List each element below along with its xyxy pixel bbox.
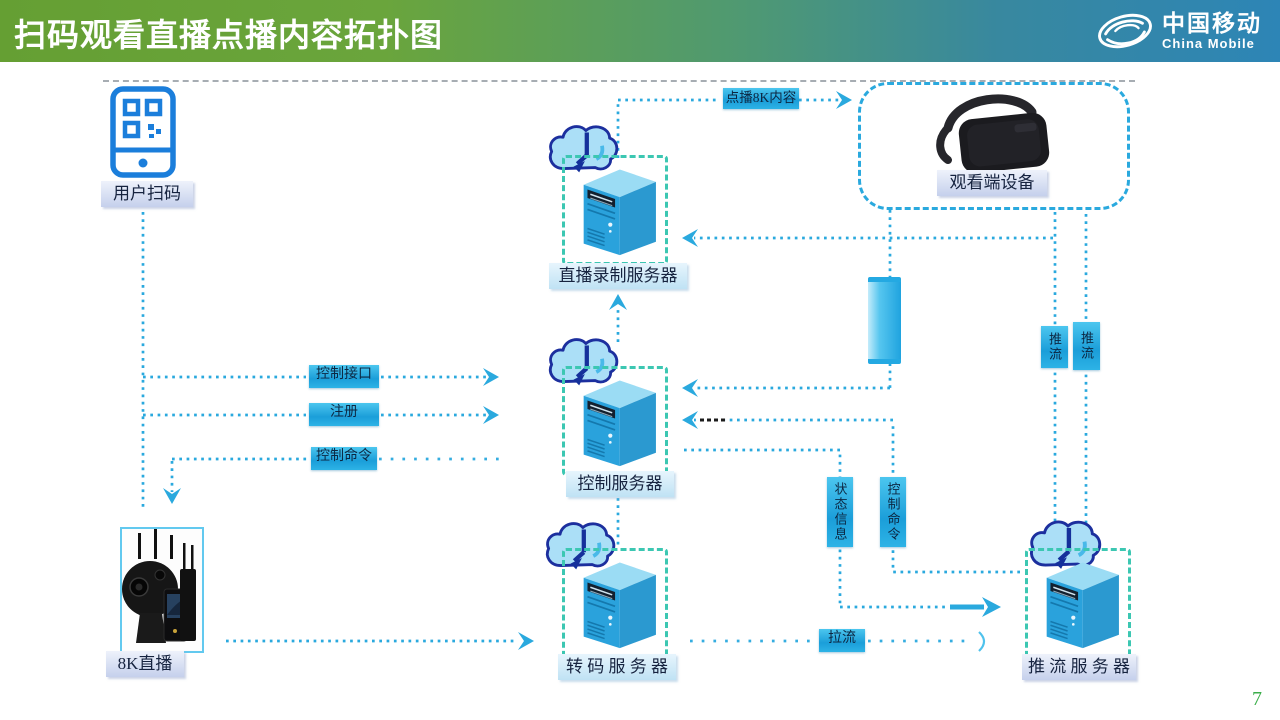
tag-status-info: 状态信息 xyxy=(827,477,853,547)
server-icon-control xyxy=(572,371,660,468)
logo-text: 中国移动 China Mobile xyxy=(1162,11,1262,50)
arrow-up-record xyxy=(609,294,627,310)
viewer-label: 观看端设备 xyxy=(937,170,1047,196)
tag-control-command: 控制命令 xyxy=(311,447,377,470)
server-icon-transcode xyxy=(572,553,660,650)
arrow-control-interface xyxy=(483,368,499,386)
tag-pull-stream: 拉流 xyxy=(819,629,865,652)
tag-vod-8k-content: 点播8K内容 xyxy=(723,88,799,109)
page-title: 扫码观看直播点播内容拓扑图 xyxy=(14,17,444,53)
arrow-control-command-down xyxy=(163,488,181,504)
push-server-label: 推 流 服 务 器 xyxy=(1022,654,1136,680)
vr-headset-image xyxy=(936,94,1050,173)
wire-viewer-control xyxy=(694,210,892,390)
control-server-label: 控制服务器 xyxy=(566,471,674,497)
page-number: 7 xyxy=(1252,688,1262,710)
tag-control-interface: 控制接口 xyxy=(309,365,379,388)
tag-push-stream-right: 推流 xyxy=(1073,322,1100,370)
tag-control-command-vertical: 控制命令 xyxy=(880,477,906,547)
tag-push-stream-left: 推流 xyxy=(1041,326,1068,368)
wire-control-command xyxy=(694,418,1020,574)
logo-text-en: China Mobile xyxy=(1162,35,1255,51)
transcode-server-label: 转 码 服 务 器 xyxy=(558,654,676,680)
wire-status-info xyxy=(684,448,946,609)
qr-phone-icon xyxy=(110,86,176,178)
camera-8k-image xyxy=(122,529,196,643)
phone-label: 用户扫码 xyxy=(101,181,193,207)
slide-header: 扫码观看直播点播内容拓扑图 中国移动 China Mobile xyxy=(0,0,1280,62)
arrow-register xyxy=(483,406,499,424)
china-mobile-logo-icon xyxy=(1098,13,1152,49)
stream-bar xyxy=(868,277,901,364)
logo-text-cn: 中国移动 xyxy=(1162,10,1262,37)
server-icon-record xyxy=(572,160,660,257)
boundary-dashed-line xyxy=(103,80,1135,82)
china-mobile-logo: 中国移动 China Mobile xyxy=(1094,7,1262,55)
camera-label: 8K直播 xyxy=(106,651,184,677)
tag-register: 注册 xyxy=(309,403,379,426)
record-server-label: 直播录制服务器 xyxy=(549,263,687,289)
server-icon-push xyxy=(1035,553,1123,650)
